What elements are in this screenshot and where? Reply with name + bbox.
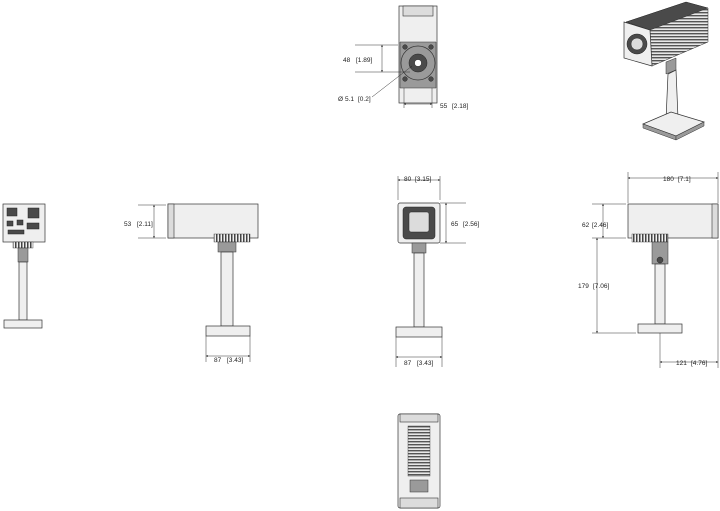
port-power <box>6 220 14 227</box>
dim-front-body-height: 65 <box>451 221 459 228</box>
stand-joint <box>217 241 237 253</box>
perspective-view <box>623 1 709 141</box>
stand-pole <box>413 252 425 328</box>
front-bezel <box>711 203 719 239</box>
bottom-view <box>397 413 441 509</box>
dim-rear-mount-height: 48 <box>343 57 351 64</box>
stand-base <box>3 319 43 329</box>
port-terminal <box>26 222 40 230</box>
dim-right-base-depth-in: [4.76] <box>691 360 707 367</box>
connector-block <box>7 229 25 235</box>
rear-cap <box>399 497 439 509</box>
mount-screw-br <box>428 76 434 82</box>
mount-socket <box>409 479 429 493</box>
right-side-view: 180 [7.1] 62 [2.46] 179 [7.06] 121 [4.76… <box>578 172 719 368</box>
stand-pole <box>220 251 234 327</box>
stand-base-edge-right <box>675 121 705 141</box>
dim-front-body-width: 80 <box>404 176 412 183</box>
mount-screw-bl <box>402 76 408 82</box>
port-network <box>6 207 18 217</box>
dim-front-base-width-in: [3.43] <box>417 360 433 367</box>
dim-right-body-length: 180 <box>663 176 674 183</box>
stand-joint <box>411 242 427 254</box>
mount-hole <box>414 59 422 67</box>
sunshield-top <box>402 5 434 17</box>
bottom-fins <box>631 233 669 243</box>
lens-inner <box>630 37 644 51</box>
front-bezel <box>167 203 175 239</box>
stand-base-top <box>642 111 705 137</box>
lens <box>408 211 430 233</box>
camera-body-side <box>167 203 259 239</box>
dim-front-body-height-in: [2.56] <box>463 221 479 228</box>
dim-side-body-height-in: [2.11] <box>137 221 153 228</box>
dim-right-base-depth: 121 <box>676 360 687 367</box>
dim-front-body-width-in: [3.15] <box>415 176 431 183</box>
mount-screw-tr <box>428 44 434 50</box>
dim-front-base-width: 87 <box>404 360 412 367</box>
dim-diameter-symbol: Ø <box>338 96 343 103</box>
dim-side-base-width-in: [3.43] <box>227 357 243 364</box>
stand-base <box>395 326 443 338</box>
front-view: 80 [3.15] 65 [2.56] 87 [3.43] <box>395 176 479 367</box>
dim-rear-mount-height-in: [1.89] <box>356 57 372 64</box>
dim-rear-mount-width: 55 <box>440 103 448 110</box>
underside-fins <box>407 425 431 477</box>
dim-right-body-height: 62 <box>582 222 590 229</box>
bottom-fins <box>213 233 251 243</box>
dim-right-total-height: 179 <box>578 283 589 290</box>
dim-right-body-height-in: [2.46] <box>592 222 608 229</box>
stand-base <box>205 325 251 337</box>
stand-pole <box>654 263 666 325</box>
camera-body-right <box>627 203 719 239</box>
port-audio <box>16 219 24 226</box>
bottom-fins <box>12 241 34 249</box>
mount-screw-tl <box>402 44 408 50</box>
dim-right-total-height-in: [7.06] <box>593 283 609 290</box>
back-view <box>2 203 46 329</box>
dim-rear-mount-width-in: [2.18] <box>452 103 468 110</box>
joint-screw <box>656 256 664 264</box>
stand-joint <box>17 247 29 263</box>
side-view: 53 [2.11] 87 [3.43] <box>124 203 259 364</box>
dim-right-body-length-in: [7.1] <box>678 176 691 183</box>
dim-mount-hole-diameter: 5.1 <box>345 96 354 103</box>
dim-mount-hole-diameter-in: [0.2] <box>358 96 371 103</box>
front-bezel-bottom <box>399 413 439 423</box>
dim-side-body-height: 53 <box>124 221 132 228</box>
port-io <box>27 207 40 219</box>
leader-mount-hole <box>371 65 413 98</box>
rear-mount-view: 48 [1.89] Ø 5.1 [0.2] 55 [2.18] <box>338 5 468 110</box>
stand-base <box>637 323 683 334</box>
stand-pole <box>18 261 28 321</box>
mount-ring <box>400 45 436 81</box>
dim-side-base-width: 87 <box>214 357 222 364</box>
